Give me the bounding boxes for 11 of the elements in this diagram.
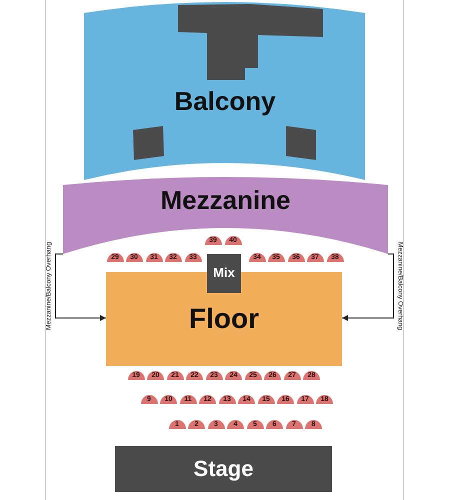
blocked-area	[133, 126, 164, 160]
section-label: Mezzanine	[160, 187, 291, 213]
seating-section	[63, 177, 388, 254]
seating-section	[84, 2, 365, 180]
stage: Stage	[115, 446, 332, 492]
overhang-arrow	[55, 254, 106, 321]
section-label: Balcony	[174, 88, 276, 114]
mix-booth: Mix	[207, 254, 241, 293]
blocked-area	[178, 4, 323, 80]
overhang-arrow	[342, 254, 394, 321]
blocked-area	[286, 126, 316, 160]
